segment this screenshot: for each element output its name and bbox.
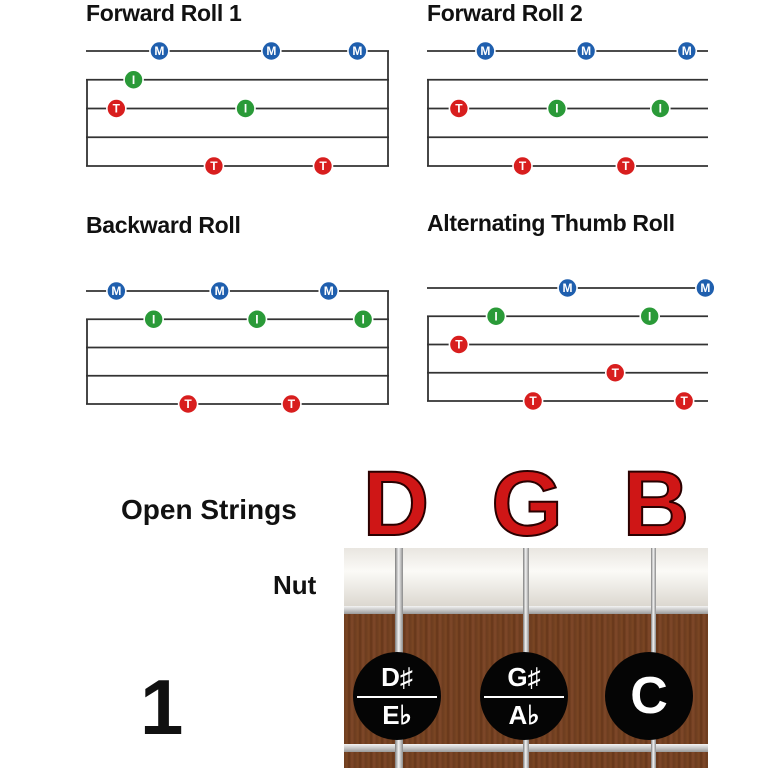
note-flat-label: A♭ <box>508 700 540 730</box>
finger-dot-thumb: T <box>106 98 127 119</box>
finger-dot-middle: M <box>575 40 597 62</box>
note-natural-label: C <box>630 667 668 725</box>
finger-dot-middle: M <box>106 280 127 302</box>
finger-dot-middle: M <box>475 40 496 62</box>
finger-dot-thumb: T <box>312 155 334 177</box>
finger-dot-middle: M <box>318 280 340 302</box>
svg-text:M: M <box>682 44 692 58</box>
finger-dot-thumb: T <box>448 334 470 355</box>
open-strings-label: Open Strings <box>121 494 297 525</box>
fretboard: D♯ E♭ G♯ A♭ C <box>344 548 708 768</box>
svg-text:M: M <box>266 44 276 58</box>
svg-text:I: I <box>555 102 558 116</box>
finger-dot-thumb: T <box>281 393 302 415</box>
note-sharp-label: G♯ <box>507 662 541 692</box>
svg-text:T: T <box>113 102 121 116</box>
svg-text:M: M <box>563 281 573 295</box>
finger-dot-index: I <box>639 305 660 327</box>
svg-text:M: M <box>700 281 710 295</box>
svg-text:T: T <box>455 338 463 352</box>
finger-dot-thumb: T <box>448 98 470 119</box>
finger-dot-index: I <box>143 308 164 330</box>
diagram-title-alternating-thumb-roll: Alternating Thumb Roll <box>427 210 675 236</box>
finger-dot-thumb: T <box>203 155 225 177</box>
svg-text:T: T <box>455 102 463 116</box>
roll-tab-backward-roll: M M M I I I T T <box>86 280 389 415</box>
finger-dot-middle: M <box>676 40 698 62</box>
svg-text:T: T <box>319 159 327 173</box>
roll-tab-forward-roll-1: M M M I T I T T <box>86 40 389 177</box>
svg-text:I: I <box>255 312 258 326</box>
fret-note-d-sharp-e-flat: D♯ E♭ <box>353 652 441 740</box>
open-string-letter-d: D <box>362 453 430 555</box>
svg-text:T: T <box>519 159 527 173</box>
enharmonic-divider <box>484 696 564 698</box>
fret-note-c: C <box>605 652 693 740</box>
finger-dot-index: I <box>485 305 507 327</box>
diagram-title-forward-roll-1: Forward Roll 1 <box>86 0 242 26</box>
svg-text:I: I <box>361 312 364 326</box>
finger-dot-middle: M <box>209 280 230 302</box>
open-string-letter-g: G <box>490 453 564 555</box>
finger-dot-middle: M <box>261 40 282 62</box>
svg-text:T: T <box>622 159 630 173</box>
open-string-letter-b: B <box>622 453 690 555</box>
svg-text:T: T <box>680 394 688 408</box>
finger-dot-thumb: T <box>673 390 695 412</box>
svg-text:T: T <box>210 159 218 173</box>
note-flat-label: E♭ <box>382 700 412 730</box>
svg-text:M: M <box>352 44 362 58</box>
svg-text:M: M <box>154 44 164 58</box>
diagram-title-forward-roll-2: Forward Roll 2 <box>427 0 583 26</box>
note-sharp-label: D♯ <box>381 662 413 692</box>
finger-dot-index: I <box>235 98 256 119</box>
finger-dot-thumb: T <box>615 155 637 177</box>
svg-text:T: T <box>612 366 620 380</box>
svg-text:M: M <box>480 44 490 58</box>
svg-text:I: I <box>648 309 651 323</box>
diagram-title-backward-roll: Backward Roll <box>86 212 241 238</box>
finger-dot-index: I <box>650 98 671 119</box>
fret-number: 1 <box>140 663 184 751</box>
svg-text:I: I <box>152 312 155 326</box>
finger-dot-thumb: T <box>512 155 533 177</box>
roll-tab-forward-roll-2: M M M T I I T T <box>427 40 708 177</box>
finger-dot-index: I <box>352 308 374 330</box>
svg-text:T: T <box>184 397 192 411</box>
finger-dot-middle: M <box>149 40 170 62</box>
fret-note-g-sharp-a-flat: G♯ A♭ <box>480 652 568 740</box>
finger-dot-thumb: T <box>604 362 626 384</box>
finger-dot-middle: M <box>347 40 368 62</box>
svg-text:I: I <box>494 309 497 323</box>
svg-text:T: T <box>529 394 537 408</box>
svg-text:M: M <box>111 284 121 298</box>
finger-dot-index: I <box>246 308 268 330</box>
finger-dot-thumb: T <box>177 393 199 415</box>
enharmonic-divider <box>357 696 437 698</box>
svg-text:M: M <box>215 284 225 298</box>
svg-text:I: I <box>244 102 247 116</box>
svg-text:M: M <box>324 284 334 298</box>
svg-text:M: M <box>581 44 591 58</box>
finger-dot-middle: M <box>695 277 716 299</box>
svg-text:I: I <box>659 102 662 116</box>
finger-dot-index: I <box>123 69 144 91</box>
svg-text:T: T <box>288 397 296 411</box>
finger-dot-thumb: T <box>522 390 544 412</box>
finger-dot-index: I <box>546 98 568 119</box>
roll-tab-alternating-thumb-roll: M M I I T T T T <box>427 277 716 412</box>
finger-dot-middle: M <box>557 277 578 299</box>
svg-text:I: I <box>132 73 135 87</box>
nut-label: Nut <box>273 570 317 600</box>
